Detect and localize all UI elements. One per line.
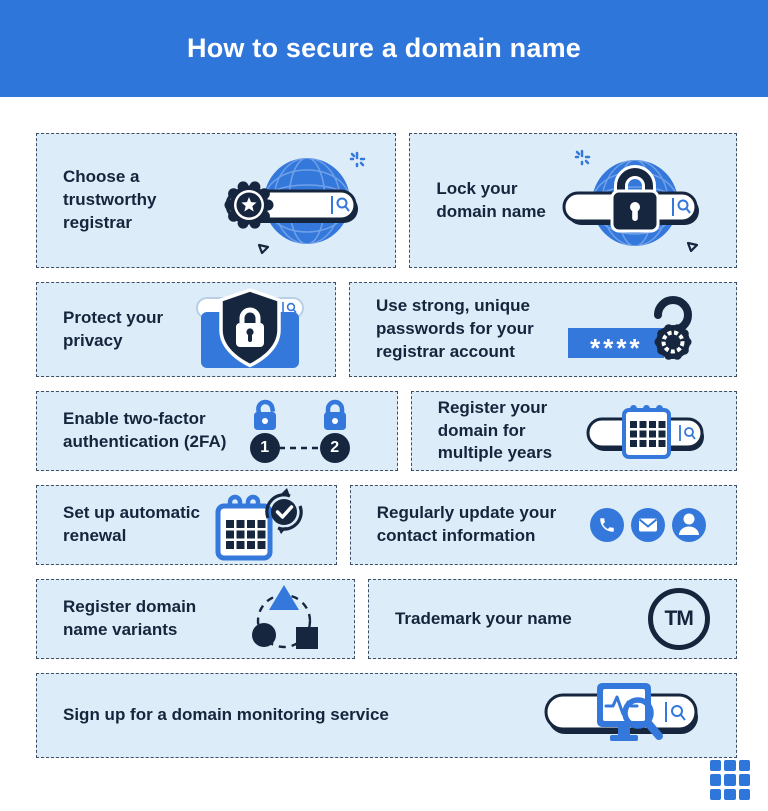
card-update-contact: Regularly update your contact informatio… — [349, 485, 737, 565]
card-label: Use strong, unique passwords for your re… — [376, 296, 534, 361]
card-auto-renewal: Set up automatic renewal — [36, 485, 337, 565]
card-label: Trademark your name — [394, 608, 572, 628]
card-two-factor: Enable two-factor authentication (2FA) — [36, 391, 398, 471]
cards-grid: Choose a trustworthy registrar — [0, 97, 768, 758]
page-title: How to secure a domain name — [187, 33, 581, 63]
card-label: Protect your privacy — [63, 307, 164, 350]
row-1: Choose a trustworthy registrar — [36, 133, 738, 268]
person-icon — [671, 508, 706, 542]
password-mask-text: **** — [590, 332, 643, 363]
row-3: Enable two-factor authentication (2FA) — [36, 391, 738, 471]
globe-search-badge-icon — [211, 145, 369, 257]
blue-grid-logo — [710, 760, 750, 800]
step-2-number: 2 — [330, 439, 340, 456]
card-label: Register your domain for multiple years — [437, 397, 553, 463]
card-strong-passwords: Use strong, unique passwords for your re… — [349, 282, 738, 377]
monitor-search-bar-icon — [540, 677, 710, 755]
shield-lock-icon — [191, 286, 309, 374]
row-2: Protect your privacy — [36, 282, 738, 377]
row-6: Sign up for a domain monitoring service — [36, 673, 737, 758]
sparkle-icon — [575, 149, 591, 165]
card-multiple-years: Register your domain for multiple years — [410, 391, 738, 471]
phone-icon — [589, 508, 624, 542]
card-label: Regularly update your contact informatio… — [376, 503, 557, 545]
card-label: Lock your domain name — [436, 178, 546, 221]
password-field-lock-icon: **** — [560, 285, 710, 375]
trademark-circle-icon: TM — [647, 588, 710, 650]
calendar-search-bar-icon — [584, 395, 710, 467]
card-label: Sign up for a domain monitoring service — [63, 705, 389, 725]
card-label: Choose a trustworthy registrar — [63, 167, 157, 232]
card-name-variants: Register domain name variants — [36, 579, 355, 659]
row-4: Set up automatic renewal — [36, 485, 737, 565]
globe-search-padlock-icon — [560, 145, 710, 257]
shape-variants-icon — [240, 581, 328, 657]
tm-circle: TM — [647, 588, 710, 650]
tm-text: TM — [664, 607, 694, 630]
card-choose-registrar: Choose a trustworthy registrar — [36, 133, 397, 268]
card-label: Enable two-factor authentication (2FA) — [63, 409, 227, 451]
header-banner: How to secure a domain name — [0, 0, 768, 97]
card-lock-domain: Lock your domain name — [409, 133, 738, 268]
phone-mail-person-icons — [586, 504, 710, 546]
calendar-refresh-icon — [206, 486, 310, 564]
card-trademark: Trademark your name TM — [367, 579, 737, 659]
row-5: Register domain name variants Trademark … — [36, 579, 737, 659]
card-label: Set up automatic renewal — [63, 503, 200, 545]
step-1-number: 1 — [260, 439, 270, 456]
sparkle-icon — [350, 151, 366, 167]
card-protect-privacy: Protect your privacy — [36, 282, 337, 377]
card-domain-monitoring: Sign up for a domain monitoring service — [36, 673, 737, 758]
two-factor-locks-icon: 1 2 — [229, 395, 371, 467]
card-label: Register domain name variants — [63, 597, 197, 639]
